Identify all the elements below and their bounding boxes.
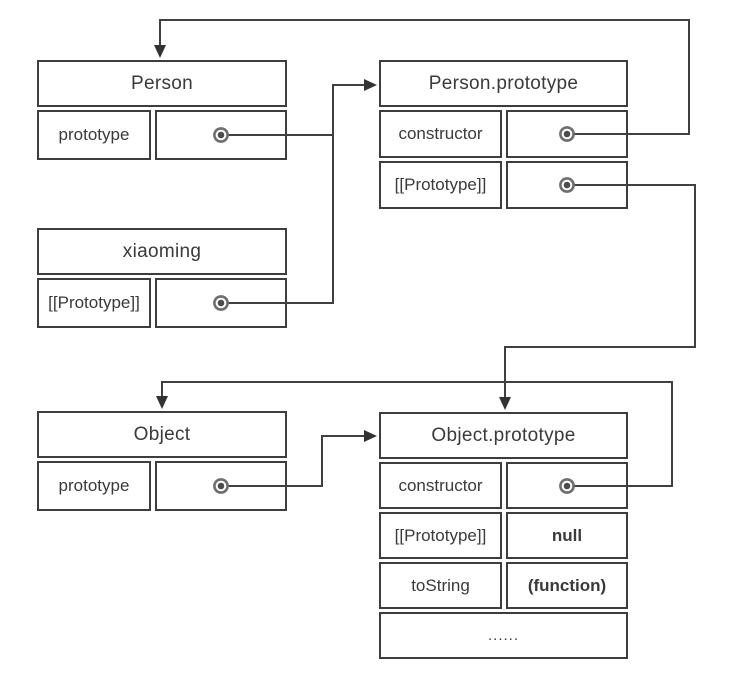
edge-person-prototype-proto-to-object-prototype (504, 184, 696, 397)
property-value-reference (155, 110, 287, 160)
node-person-prototype: Person.prototype constructor [[Prototype… (379, 60, 628, 209)
property-label: prototype (37, 461, 151, 511)
property-label: [[Prototype]] (37, 278, 151, 328)
node-object-row-prototype: prototype (37, 461, 287, 511)
node-xiaoming: xiaoming [[Prototype]] (37, 228, 287, 328)
arrowhead-down-into-object-prototype (499, 397, 511, 410)
node-person-prototype-row-proto: [[Prototype]] (379, 161, 628, 209)
arrowhead-right-into-person-prototype (364, 79, 377, 91)
property-value-reference (506, 110, 628, 158)
node-xiaoming-title: xiaoming (37, 228, 287, 275)
node-object-prototype-title: Object.prototype (379, 412, 628, 459)
node-person-title: Person (37, 60, 287, 107)
property-value-reference (155, 461, 287, 511)
property-label: constructor (379, 462, 502, 509)
property-label: constructor (379, 110, 502, 158)
property-value-reference (155, 278, 287, 328)
node-object-prototype-row-constructor: constructor (379, 462, 628, 509)
node-person-prototype-title: Person.prototype (379, 60, 628, 107)
node-person: Person prototype (37, 60, 287, 160)
property-label: toString (379, 562, 502, 609)
node-object-prototype-row-tostring: toString (function) (379, 562, 628, 609)
property-label: [[Prototype]] (379, 161, 502, 209)
node-object-title: Object (37, 411, 287, 458)
property-label: prototype (37, 110, 151, 160)
node-object: Object prototype (37, 411, 287, 511)
node-xiaoming-row-proto: [[Prototype]] (37, 278, 287, 328)
arrowhead-down-into-object (156, 396, 168, 409)
arrowhead-right-into-object-prototype-left (364, 430, 377, 442)
arrowhead-down-into-person (154, 45, 166, 58)
node-object-prototype-row-proto: [[Prototype]] null (379, 512, 628, 559)
node-object-prototype-row-ellipsis: ...... (379, 612, 628, 659)
property-value-null: null (506, 512, 628, 559)
property-label: [[Prototype]] (379, 512, 502, 559)
property-value-function: (function) (506, 562, 628, 609)
node-object-prototype: Object.prototype constructor [[Prototype… (379, 412, 628, 659)
property-value-reference (506, 161, 628, 209)
node-person-row-prototype: prototype (37, 110, 287, 160)
node-person-prototype-row-constructor: constructor (379, 110, 628, 158)
property-value-reference (506, 462, 628, 509)
